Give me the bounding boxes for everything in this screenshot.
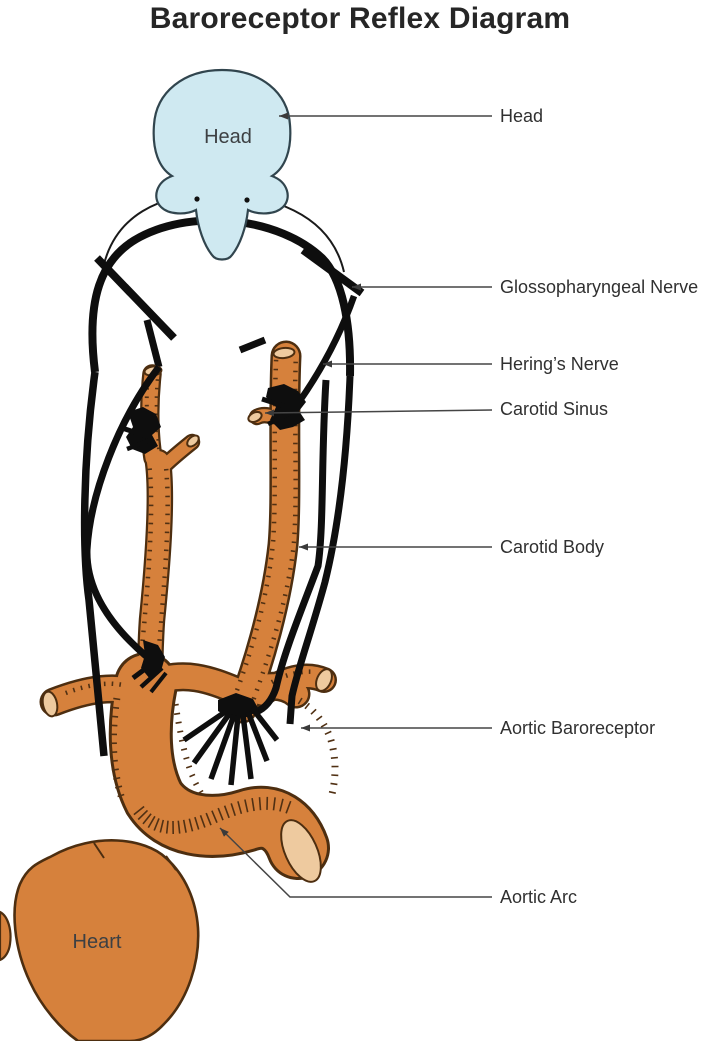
herings-nerve	[296, 294, 358, 404]
nerve-knots	[121, 384, 306, 786]
leader-carotid-sinus	[264, 409, 493, 417]
descending-nerves	[80, 364, 354, 757]
nerve-branch-left	[94, 255, 177, 341]
heart-inner-label: Heart	[73, 931, 122, 953]
label-carotid-sinus: Carotid Sinus	[500, 399, 609, 419]
nerve-crossings	[94, 246, 365, 404]
artery-fills	[42, 343, 335, 877]
label-head: Head	[500, 106, 544, 126]
label-glossopharyngeal-nerve: Glossopharyngeal Nerve	[500, 277, 699, 297]
page-title: Baroreceptor Reflex Diagram	[149, 2, 571, 35]
head-shape: Head	[152, 68, 292, 261]
heart-aorta-seams	[93, 842, 177, 871]
nerve-stub-right	[238, 336, 267, 354]
aortic-baroreceptor-fan	[182, 693, 280, 786]
arc-junction-dot-left	[194, 196, 200, 202]
label-aortic-baroreceptor: Aortic Baroreceptor	[500, 718, 656, 738]
label-carotid-body: Carotid Body	[500, 537, 605, 557]
leader-lines	[219, 112, 493, 898]
carotid-sinus-knot	[261, 384, 306, 430]
vagus-nerve-left-outer	[80, 371, 108, 757]
vagus-nerve-right-outer	[286, 375, 354, 725]
aortic-arch	[111, 655, 327, 877]
leader-aortic-arc	[219, 827, 492, 898]
label-aortic-arc: Aortic Arc	[500, 887, 578, 907]
carotid-knot-left	[121, 407, 161, 454]
label-herings-nerve: Hering’s Nerve	[500, 354, 619, 374]
vagus-nerve-right-inner	[254, 379, 330, 716]
heart-shape	[0, 839, 200, 1041]
arc-junction-dot-right	[244, 197, 250, 203]
heart-left-vessel-stub	[0, 910, 12, 962]
descending-aorta-cut-end	[280, 819, 322, 883]
vagus-nerve-left-inner	[83, 364, 162, 659]
nerve-stub-left	[143, 319, 163, 368]
head-inner-label: Head	[204, 126, 252, 148]
vessel-cut-ends	[41, 346, 333, 883]
carotid-stem-knot-left	[131, 640, 168, 694]
